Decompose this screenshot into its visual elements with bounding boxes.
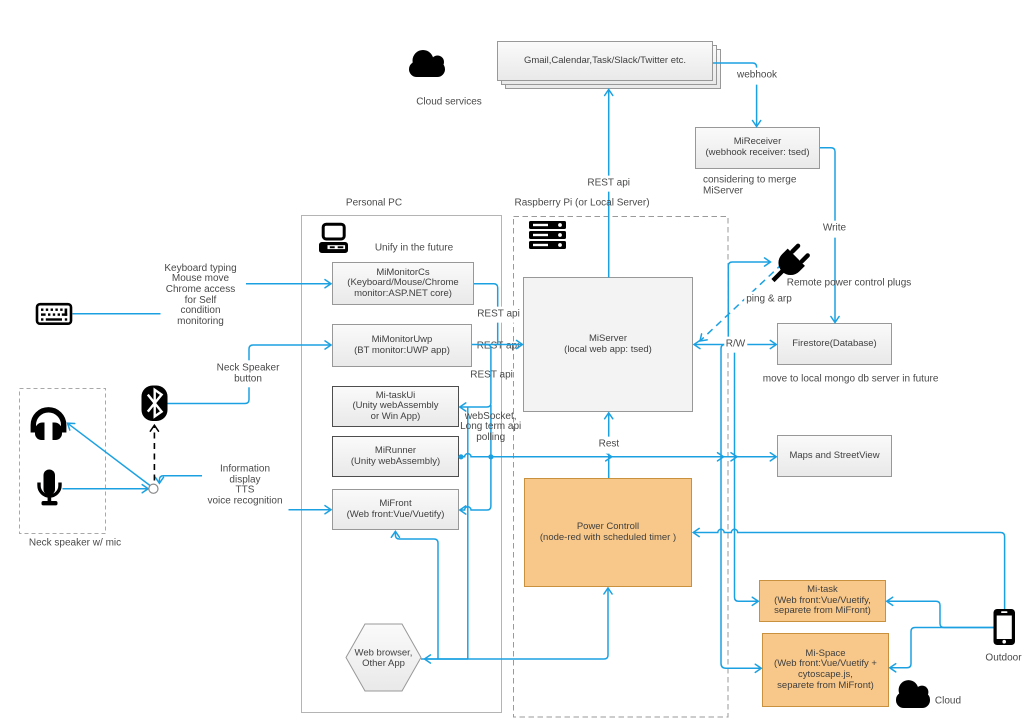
svg-text:REST api: REST api: [477, 340, 520, 351]
svg-text:Other App: Other App: [362, 658, 405, 669]
svg-text:Web browser,: Web browser,: [355, 648, 413, 659]
